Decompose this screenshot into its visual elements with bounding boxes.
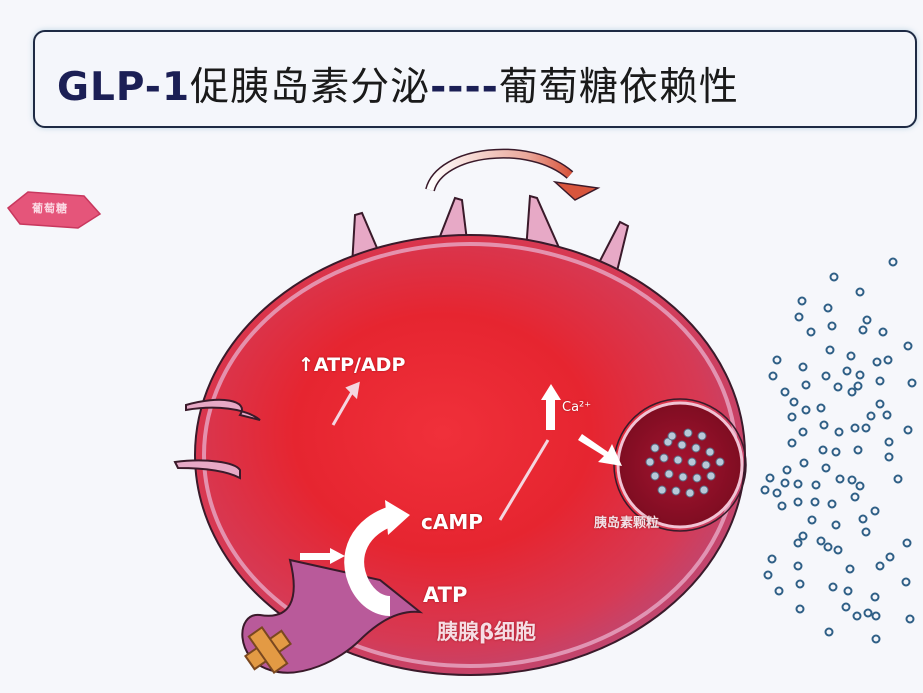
pathway-arrows	[331, 381, 550, 521]
title-main: 促胰岛素分泌	[190, 65, 431, 110]
atp-to-camp-cycle-icon	[344, 500, 410, 616]
title-banner: GLP-1促胰岛素分泌----葡萄糖依赖性	[33, 30, 917, 128]
left-membrane-flaps	[173, 398, 261, 480]
atp-adp-label: ↑ATP/ADP	[298, 354, 406, 376]
glucose-label: 葡萄糖	[32, 202, 68, 215]
page-title: GLP-1促胰岛素分泌----葡萄糖依赖性	[57, 56, 739, 112]
granule-insulin-dots	[645, 428, 725, 498]
title-prefix: GLP-1	[57, 65, 191, 110]
camp-label: cAMP	[421, 510, 483, 534]
title-separator: ----	[430, 65, 499, 110]
glucose-tag: 葡萄糖	[6, 188, 102, 232]
title-suffix: 葡萄糖依赖性	[498, 65, 739, 110]
calcium-label: Ca²⁺	[562, 400, 592, 415]
insulin-granule	[616, 401, 744, 529]
hexagon-glucose-icon	[6, 191, 102, 229]
receptor-signal-arrow-icon	[300, 548, 345, 564]
glp1-ligand-icon	[243, 625, 293, 675]
granule-label: 胰岛素颗粒	[594, 516, 660, 531]
cell-name-label: 胰腺β细胞	[437, 620, 537, 644]
released-insulin-dots	[760, 257, 917, 644]
granule-release-arrow-icon	[578, 434, 622, 466]
atp-label: ATP	[423, 583, 468, 607]
calcium-up-arrow-icon	[541, 384, 561, 430]
